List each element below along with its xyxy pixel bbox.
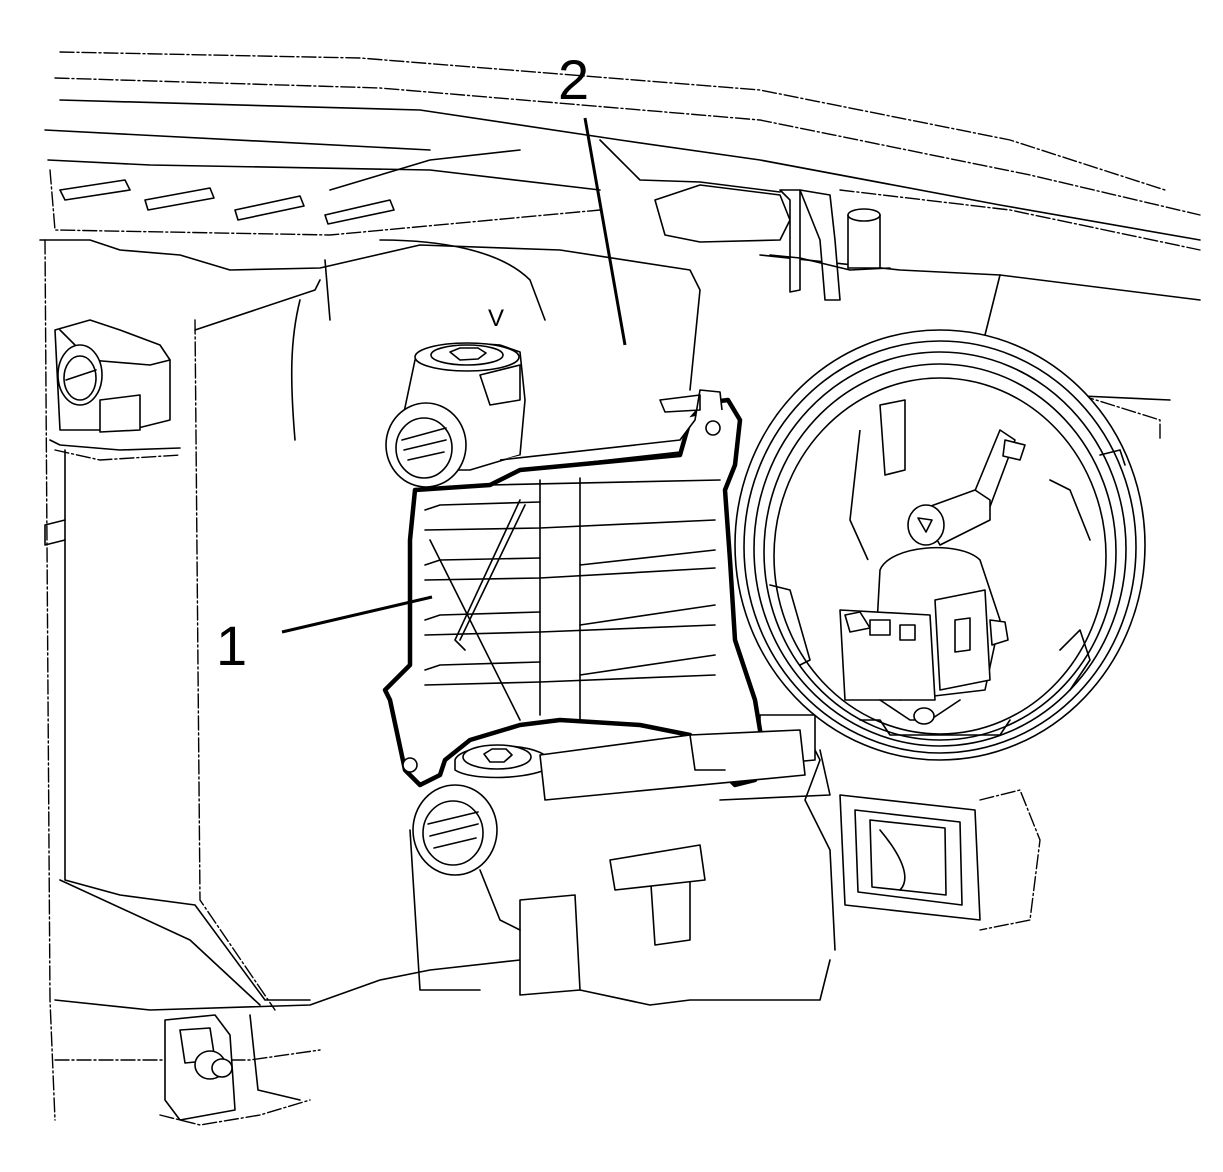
vent-slats [59, 149, 521, 225]
lamp-stamp-marking: V [488, 305, 505, 332]
lamp-socket [734, 329, 1146, 761]
component-1-bracket [382, 397, 806, 801]
lower-adjuster [409, 784, 831, 1006]
leader-line-1 [281, 595, 433, 634]
top-connector [654, 184, 891, 301]
upper-adjuster [385, 342, 526, 488]
leader-line-2 [583, 117, 627, 346]
bottom-bracket [159, 1014, 311, 1126]
housing-body [39, 239, 701, 1121]
callout-label-2: 2 [558, 48, 590, 111]
callout-label-1: 1 [216, 614, 248, 677]
left-mounting-clip [49, 319, 181, 461]
upper-housing-edges [44, 51, 1201, 441]
upper-rail [499, 389, 723, 471]
lower-right-housing [719, 714, 1041, 951]
